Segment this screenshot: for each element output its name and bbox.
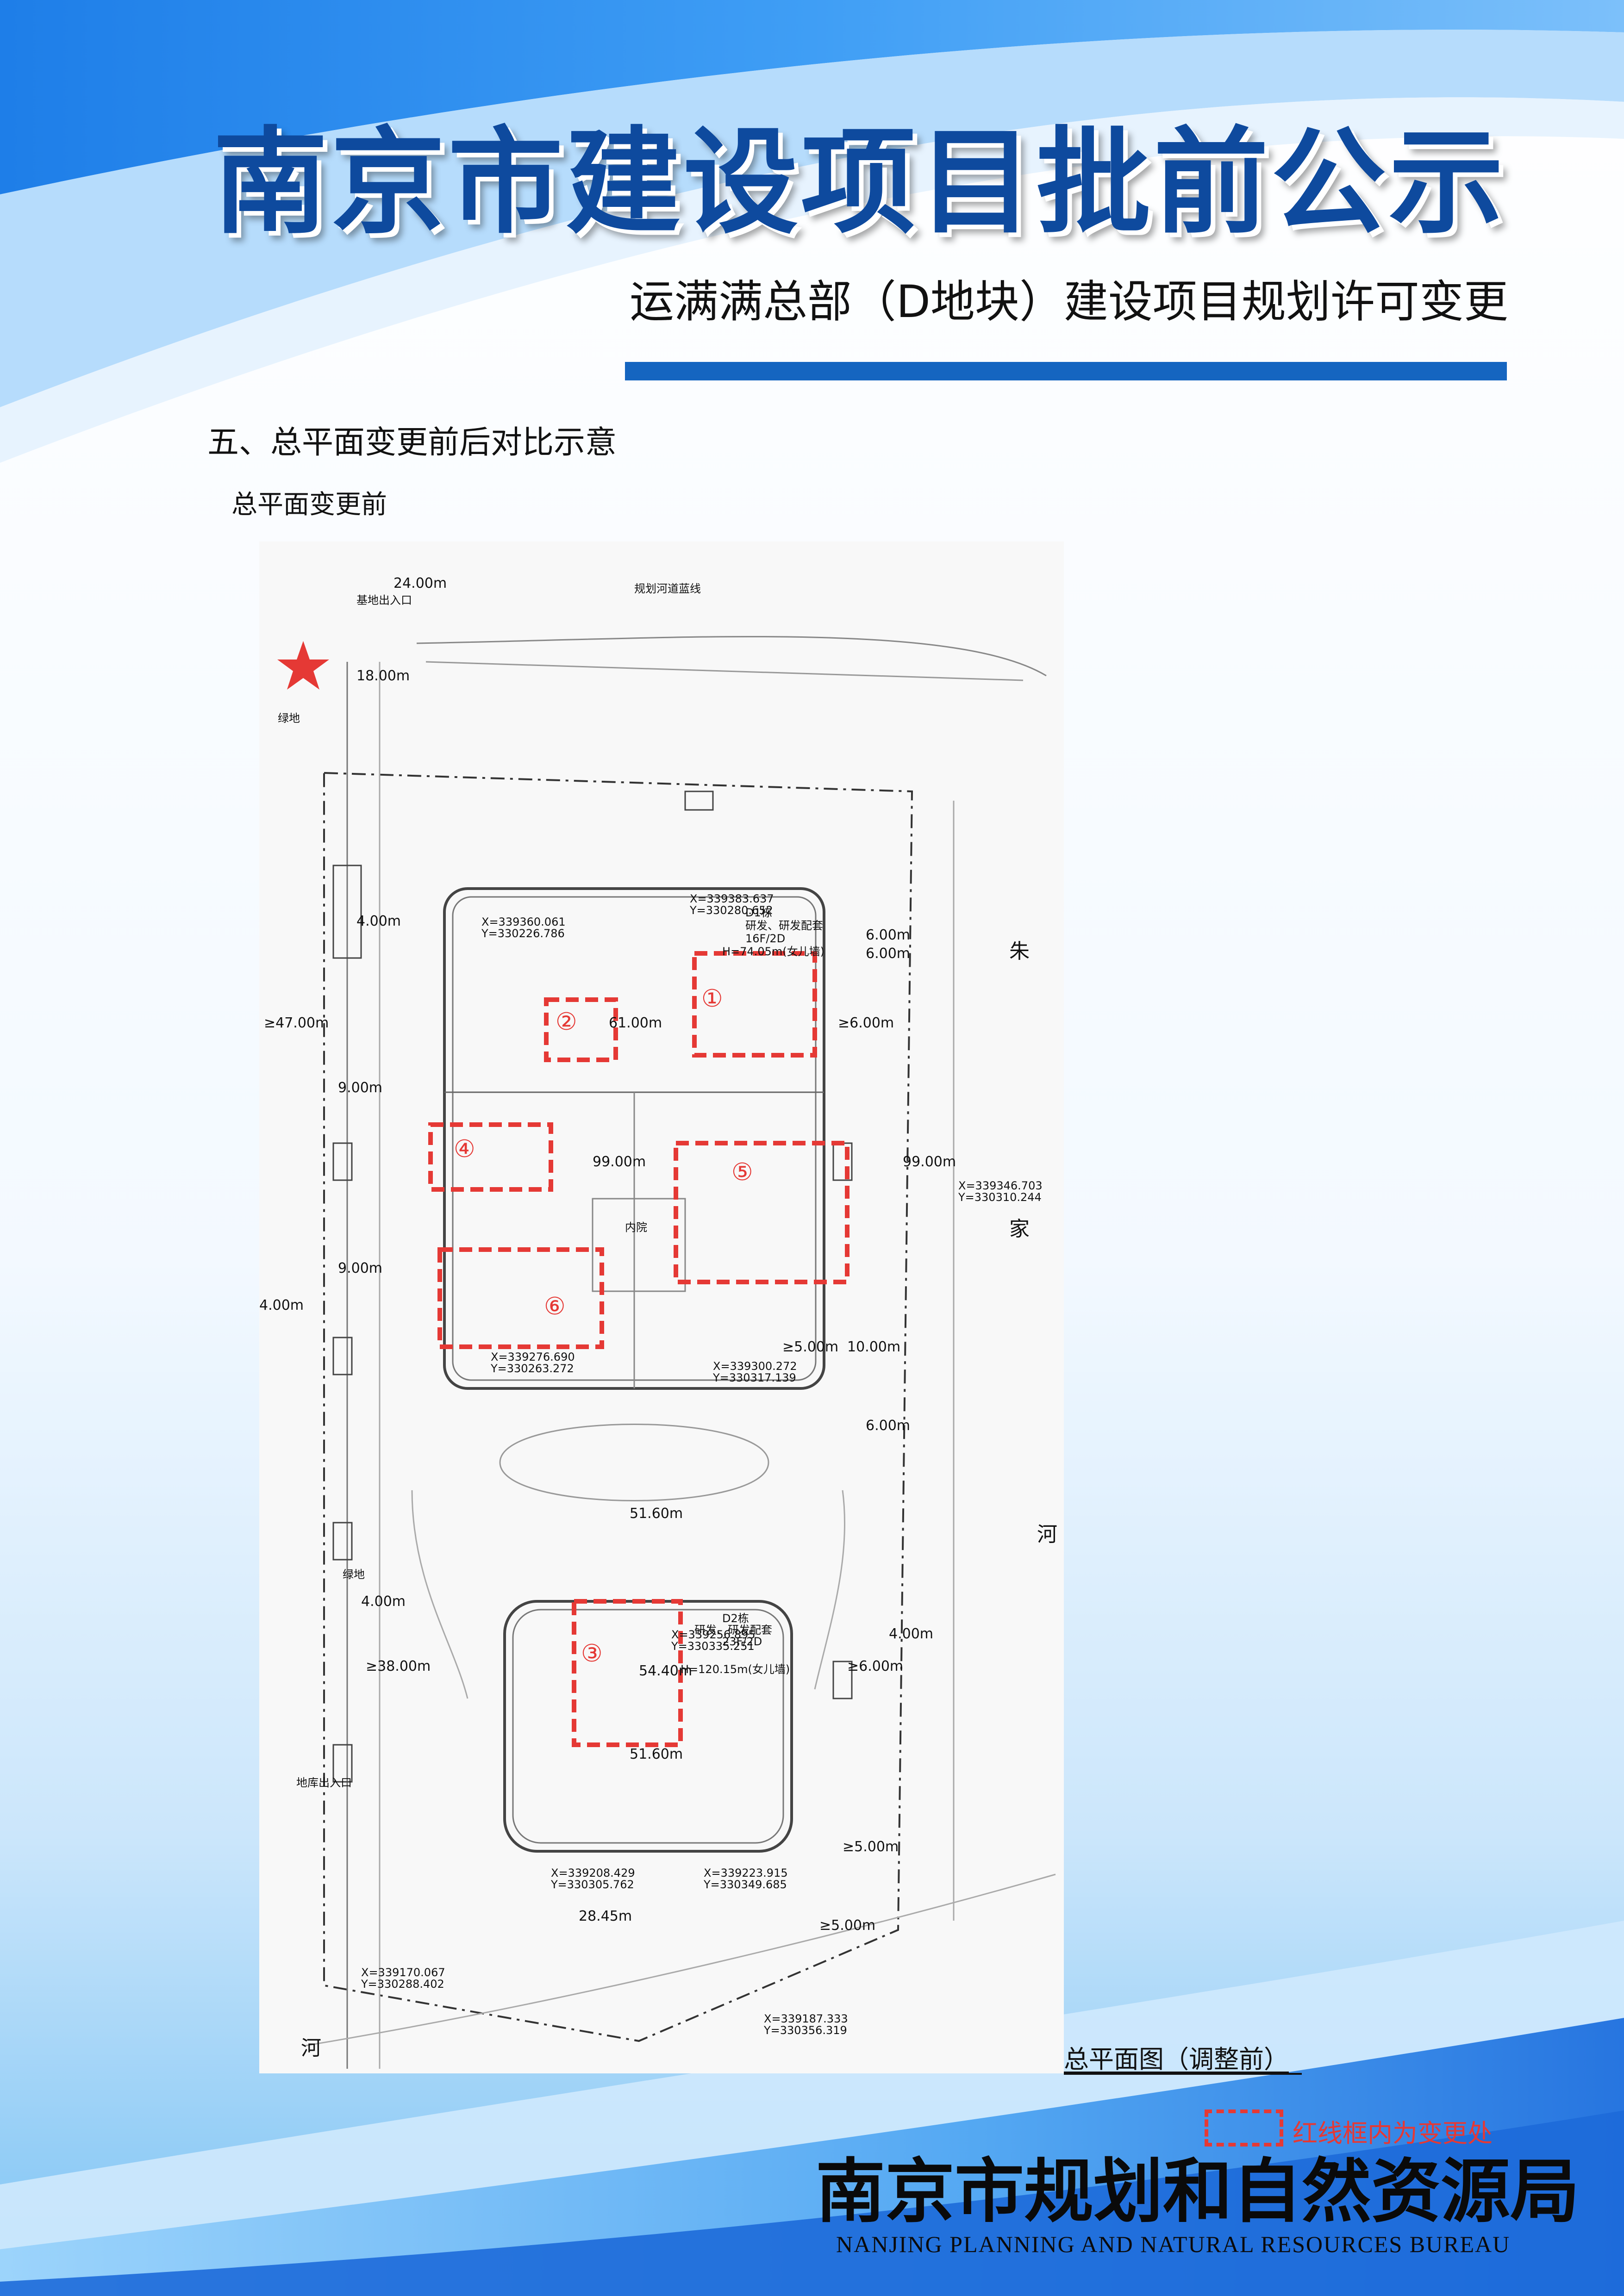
coordinate-y: Y=330263.272: [490, 1362, 574, 1375]
dim-label: ≥5.00m: [782, 1339, 838, 1355]
change-marker: ④: [454, 1135, 475, 1163]
plan-label-text: 规划河道蓝线: [634, 582, 701, 595]
dim-label: 54.40m: [639, 1663, 692, 1679]
place-name: 家: [1009, 1217, 1030, 1241]
dim-label: 9.00m: [338, 1260, 382, 1276]
dim-label: 51.60m: [630, 1746, 683, 1762]
drawing-caption: 总平面图（调整前）: [1064, 2046, 1302, 2075]
dim-label: ≥5.00m: [819, 1917, 875, 1934]
coordinate-y: Y=330317.139: [712, 1371, 796, 1384]
organization-name-cn: 南京市规划和自然资源局: [816, 2151, 1580, 2232]
change-marker: ③: [581, 1640, 603, 1668]
plan-label: 总平面变更前: [231, 490, 387, 520]
plan-label-text: 绿地: [343, 1568, 365, 1581]
coordinate-x: X=339346.703: [958, 1179, 1043, 1192]
dim-label: 6.00m: [866, 927, 910, 943]
plan-label-text: 绿地: [278, 712, 300, 725]
dim-label: 99.00m: [593, 1154, 646, 1170]
coordinate-y: Y=330288.402: [361, 1978, 444, 1991]
subtitle-underline-bar: [625, 362, 1507, 380]
coordinate-x: X=339256.895: [671, 1628, 756, 1641]
legend-text: 红线框内为变更处: [1293, 2119, 1493, 2148]
dim-label: 24.00m: [394, 575, 447, 591]
dim-label: 10.00m: [847, 1339, 900, 1355]
dim-label: ≥47.00m: [264, 1015, 329, 1031]
coordinate-x: X=339170.067: [361, 1966, 445, 1979]
dim-label: 4.00m: [361, 1593, 406, 1610]
coordinate-x: X=339208.429: [551, 1867, 635, 1879]
dim-label: 61.00m: [609, 1015, 662, 1031]
place-name: 河: [301, 2036, 321, 2060]
dim-label: ≥5.00m: [843, 1839, 899, 1855]
coordinate-x: X=339187.333: [764, 2012, 848, 2025]
dim-label: 28.45m: [579, 1908, 632, 1924]
dim-label: 4.00m: [356, 913, 401, 929]
section-heading: 五、总平面变更前后对比示意: [207, 424, 617, 461]
coordinate-y: Y=330226.786: [481, 927, 565, 940]
change-boxes: [428, 951, 849, 1747]
plan-label-text: 地库出入口: [296, 1776, 352, 1789]
building-use: 研发、研发配套: [745, 919, 823, 932]
building-floors: 16F/2D: [745, 932, 785, 945]
coordinate-y: Y=330349.685: [703, 1878, 787, 1891]
coordinate-y: Y=330310.244: [958, 1191, 1042, 1204]
dim-label: ≥6.00m: [847, 1658, 903, 1674]
organization-name-en: NANJING PLANNING AND NATURAL RESOURCES B…: [836, 2231, 1511, 2257]
building-floors: 23F/2D: [722, 1635, 762, 1648]
change-marker: ①: [701, 985, 723, 1013]
coordinate-x: X=339276.690: [491, 1350, 575, 1363]
dim-label: 51.60m: [630, 1506, 683, 1522]
dim-label: ≥38.00m: [366, 1658, 431, 1674]
building-name: D1栋: [745, 906, 772, 919]
dim-label: 18.00m: [356, 668, 410, 684]
coordinate-y: Y=330335.251: [671, 1640, 755, 1653]
dim-label: 6.00m: [866, 946, 910, 962]
coordinate-x: X=339383.637: [690, 892, 774, 905]
place-name: 朱: [1009, 940, 1030, 963]
north-star-icon: [277, 641, 329, 690]
dim-label: 9.00m: [338, 1080, 382, 1096]
site-plan-drawing: 24.00m 18.00m 4.00m ≥47.00m 9.00m 9.00m …: [259, 541, 1064, 2073]
page-title: 南京市建设项目批前公示: [213, 115, 1506, 249]
coordinate-x: X=339360.061: [481, 915, 566, 928]
building-use: 研发、研发配套: [694, 1624, 772, 1636]
coordinate-y: Y=330356.319: [763, 2024, 847, 2037]
plan-label-text: 内院: [625, 1221, 647, 1234]
coordinate-y: Y=330280.652: [689, 904, 773, 917]
building-height: H=120.15m(女儿墙): [681, 1663, 790, 1676]
coordinate-x: X=339223.915: [704, 1867, 788, 1879]
dim-label: 6.00m: [866, 1418, 910, 1434]
dim-label: 4.00m: [889, 1626, 933, 1642]
coordinate-x: X=339300.272: [713, 1360, 797, 1373]
building-height: H=74.05m(女儿墙): [722, 945, 824, 958]
legend-dashed-box-icon: [1205, 2109, 1283, 2147]
change-marker: ②: [556, 1008, 577, 1036]
project-subtitle: 运满满总部（D地块）建设项目规划许可变更: [630, 276, 1508, 328]
dim-label: ≥6.00m: [838, 1015, 894, 1031]
change-marker: ⑥: [544, 1293, 566, 1320]
coordinate-y: Y=330305.762: [550, 1878, 634, 1891]
dim-label: 99.00m: [903, 1154, 956, 1170]
change-marker: ⑤: [731, 1158, 753, 1186]
building-name: D2栋: [722, 1612, 749, 1625]
dim-label: 4.00m: [259, 1297, 304, 1313]
place-name: 河: [1037, 1523, 1057, 1546]
plan-label-text: 基地出入口: [356, 594, 412, 607]
